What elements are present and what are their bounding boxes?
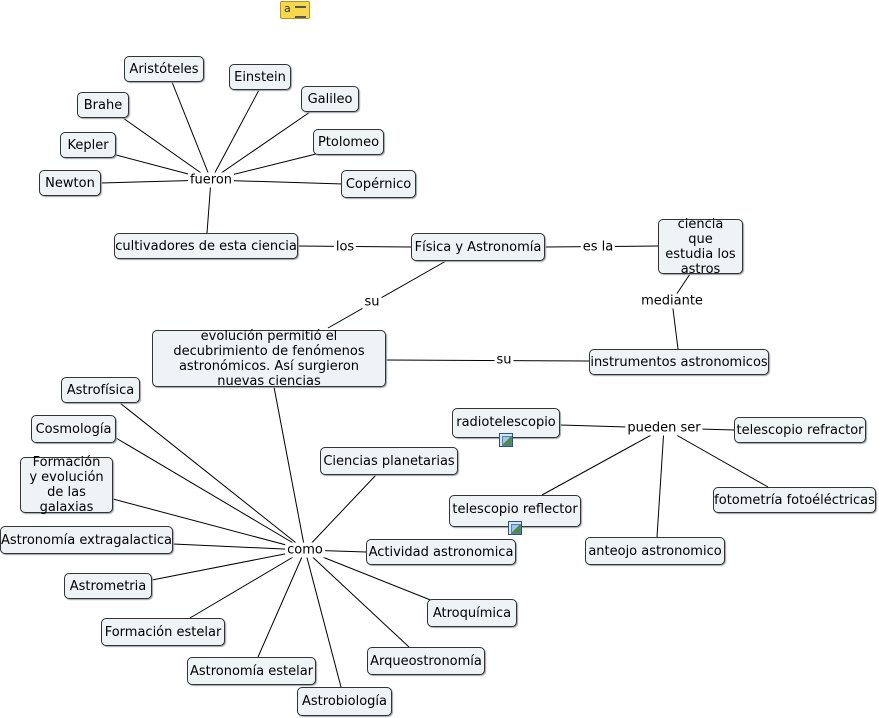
concept-ciencia-estudia[interactable]: ciencia que estudia los astros xyxy=(658,217,743,277)
concept-copernico[interactable]: Copérnico xyxy=(341,170,416,198)
concept-einstein[interactable]: Einstein xyxy=(229,64,291,90)
link-su: su xyxy=(494,352,514,368)
concept-newton[interactable]: Newton xyxy=(39,170,101,196)
connector-line xyxy=(273,386,306,551)
concept-aristoteles[interactable]: Aristóteles xyxy=(124,56,204,82)
concept-galileo[interactable]: Galileo xyxy=(301,86,359,112)
connector-line xyxy=(206,179,212,234)
concept-kepler[interactable]: Kepler xyxy=(60,132,116,158)
connector-line xyxy=(210,89,260,181)
concept-formacion-estelar[interactable]: Formación estelar xyxy=(101,618,225,646)
connector-line xyxy=(663,427,769,488)
concept-ciencias-planetarias[interactable]: Ciencias planetarias xyxy=(320,447,458,475)
concept-astrofisica[interactable]: Astrofísica xyxy=(61,377,140,403)
note-icon[interactable] xyxy=(280,1,310,19)
concept-instrumentos[interactable]: instrumentos astronomicos xyxy=(589,349,769,375)
concept-fisica-astronomia[interactable]: Física y Astronomía xyxy=(411,233,545,261)
connector-line xyxy=(304,474,377,551)
image-icon[interactable] xyxy=(499,433,513,447)
concept-astrobiologia[interactable]: Astrobiología xyxy=(297,687,392,716)
connector-line xyxy=(151,549,306,581)
link-fueron: fueron xyxy=(187,172,235,188)
concept-extragalactica[interactable]: Astronomía extragalactica xyxy=(0,526,173,554)
connector-line xyxy=(115,437,306,551)
connector-line xyxy=(122,117,212,181)
concept-formacion-galaxias[interactable]: Formación y evolución de las galaxias xyxy=(20,455,113,515)
connector-line xyxy=(327,260,447,329)
concept-fotometria[interactable]: fotometría fotoéléctricas xyxy=(713,487,876,513)
concept-ptolomeo[interactable]: Ptolomeo xyxy=(313,129,384,155)
connector-line xyxy=(112,498,306,551)
connector-line xyxy=(304,549,342,688)
connector-line xyxy=(656,427,665,538)
connector-line xyxy=(257,549,306,658)
concept-arqueostronomia[interactable]: Arqueostronomía xyxy=(367,647,485,675)
connector-line xyxy=(671,300,679,350)
link-su: su xyxy=(362,294,382,310)
connector-line xyxy=(304,549,434,602)
connector-line xyxy=(171,81,212,181)
concept-actividad[interactable]: Actividad astronomica xyxy=(366,539,516,565)
concept-brahe[interactable]: Brahe xyxy=(77,92,129,118)
link-pueden-ser: pueden ser xyxy=(625,420,703,436)
image-icon[interactable] xyxy=(508,521,522,535)
link-como: como xyxy=(285,542,325,558)
concept-atroquimica[interactable]: Atroquímica xyxy=(427,599,517,627)
connector-line xyxy=(210,111,311,181)
concept-cultivadores[interactable]: cultivadores de esta ciencia xyxy=(114,233,298,259)
concept-anteojo[interactable]: anteojo astronomico xyxy=(585,537,725,565)
connector-line xyxy=(119,402,306,551)
concept-astronomia-estelar[interactable]: Astronomía estelar xyxy=(187,657,316,685)
connector-line xyxy=(172,543,306,551)
connector-line xyxy=(541,427,665,496)
link-es-la: es la xyxy=(580,239,616,255)
concept-evolucion[interactable]: evolución permitió el decubrimiento de f… xyxy=(152,329,386,389)
connector-line xyxy=(304,549,410,648)
connector-line xyxy=(385,359,590,362)
concept-astrometria[interactable]: Astrometria xyxy=(64,573,152,599)
link-mediante: mediante xyxy=(639,293,705,309)
connector-line xyxy=(189,549,306,619)
concept-telescopio-refractor[interactable]: telescopio refractor xyxy=(734,417,866,443)
link-los: los xyxy=(333,239,357,255)
concept-cosmologia[interactable]: Cosmología xyxy=(31,415,116,443)
